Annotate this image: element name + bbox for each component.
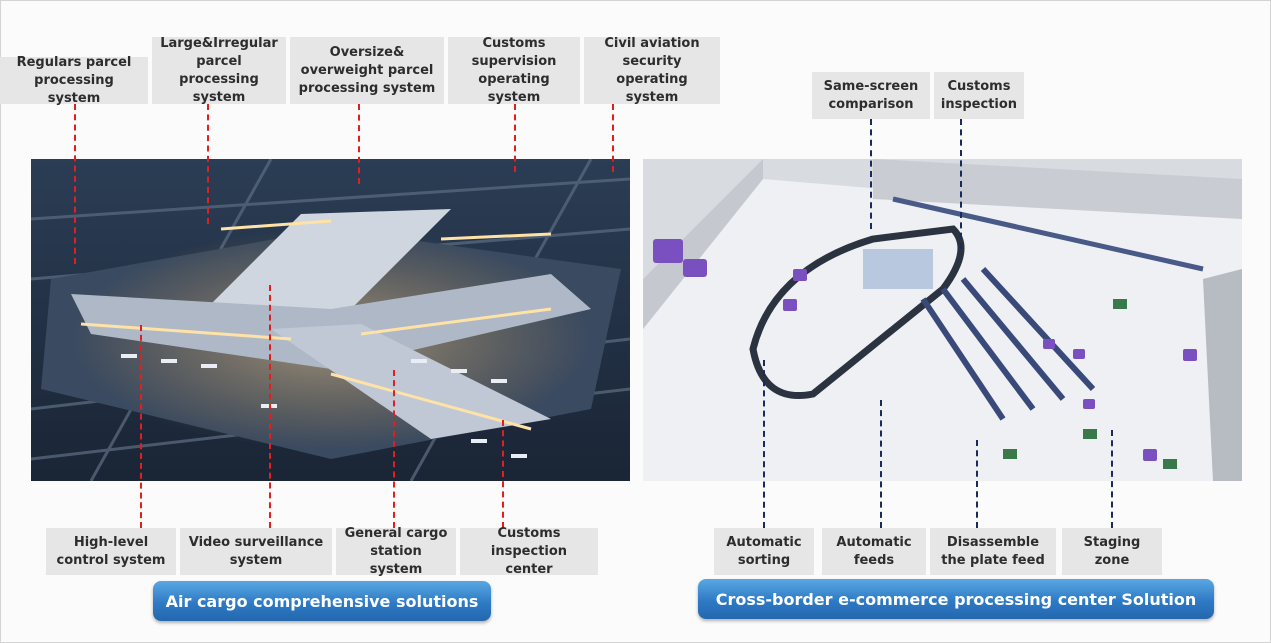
label-disassemble-plate-feed: Disassemble the plate feed <box>930 528 1056 575</box>
leader-customs-center <box>502 420 504 528</box>
label-video-surveillance: Video surveillance system <box>180 528 332 575</box>
airport-aerial-image <box>31 159 630 481</box>
label-staging-zone: Staging zone <box>1062 528 1162 575</box>
leader-automatic-feeds <box>880 400 882 528</box>
label-customs-supervision: Customs supervision operating system <box>448 36 580 105</box>
leader-oversize <box>358 104 360 184</box>
leader-disassemble <box>976 440 978 528</box>
leader-customs-inspection <box>960 119 962 249</box>
label-same-screen-comparison: Same-screen comparison <box>812 72 930 119</box>
label-general-cargo-station: General cargo station system <box>336 526 456 577</box>
label-oversize-overweight: Oversize& overweight parcel processing s… <box>290 37 444 104</box>
warehouse-render-image <box>643 159 1242 481</box>
label-large-irregular-parcel: Large&Irregular parcel processing system <box>152 36 286 105</box>
label-automatic-feeds: Automatic feeds <box>822 528 926 575</box>
label-high-level-control: High-level control system <box>46 528 176 575</box>
leader-staging <box>1111 430 1113 528</box>
leader-civil-aviation <box>612 104 614 172</box>
label-civil-aviation-security: Civil aviation security operating system <box>584 36 720 105</box>
leader-customs-supervision <box>514 104 516 172</box>
label-automatic-sorting: Automatic sorting <box>714 528 814 575</box>
leader-high-level <box>140 325 142 528</box>
label-customs-inspection: Customs inspection <box>934 72 1024 119</box>
label-customs-inspection-center: Customs inspection center <box>460 526 598 577</box>
label-regulars-parcel: Regulars parcel processing system <box>0 55 148 106</box>
leader-same-screen <box>870 119 872 229</box>
leader-general-cargo <box>393 370 395 528</box>
leader-large-irregular <box>207 104 209 224</box>
leader-video <box>269 285 271 528</box>
banner-air-cargo: Air cargo comprehensive solutions <box>153 581 491 621</box>
banner-cross-border: Cross-border e-commerce processing cente… <box>698 579 1214 619</box>
leader-automatic-sorting <box>763 360 765 528</box>
leader-regulars <box>74 104 76 264</box>
